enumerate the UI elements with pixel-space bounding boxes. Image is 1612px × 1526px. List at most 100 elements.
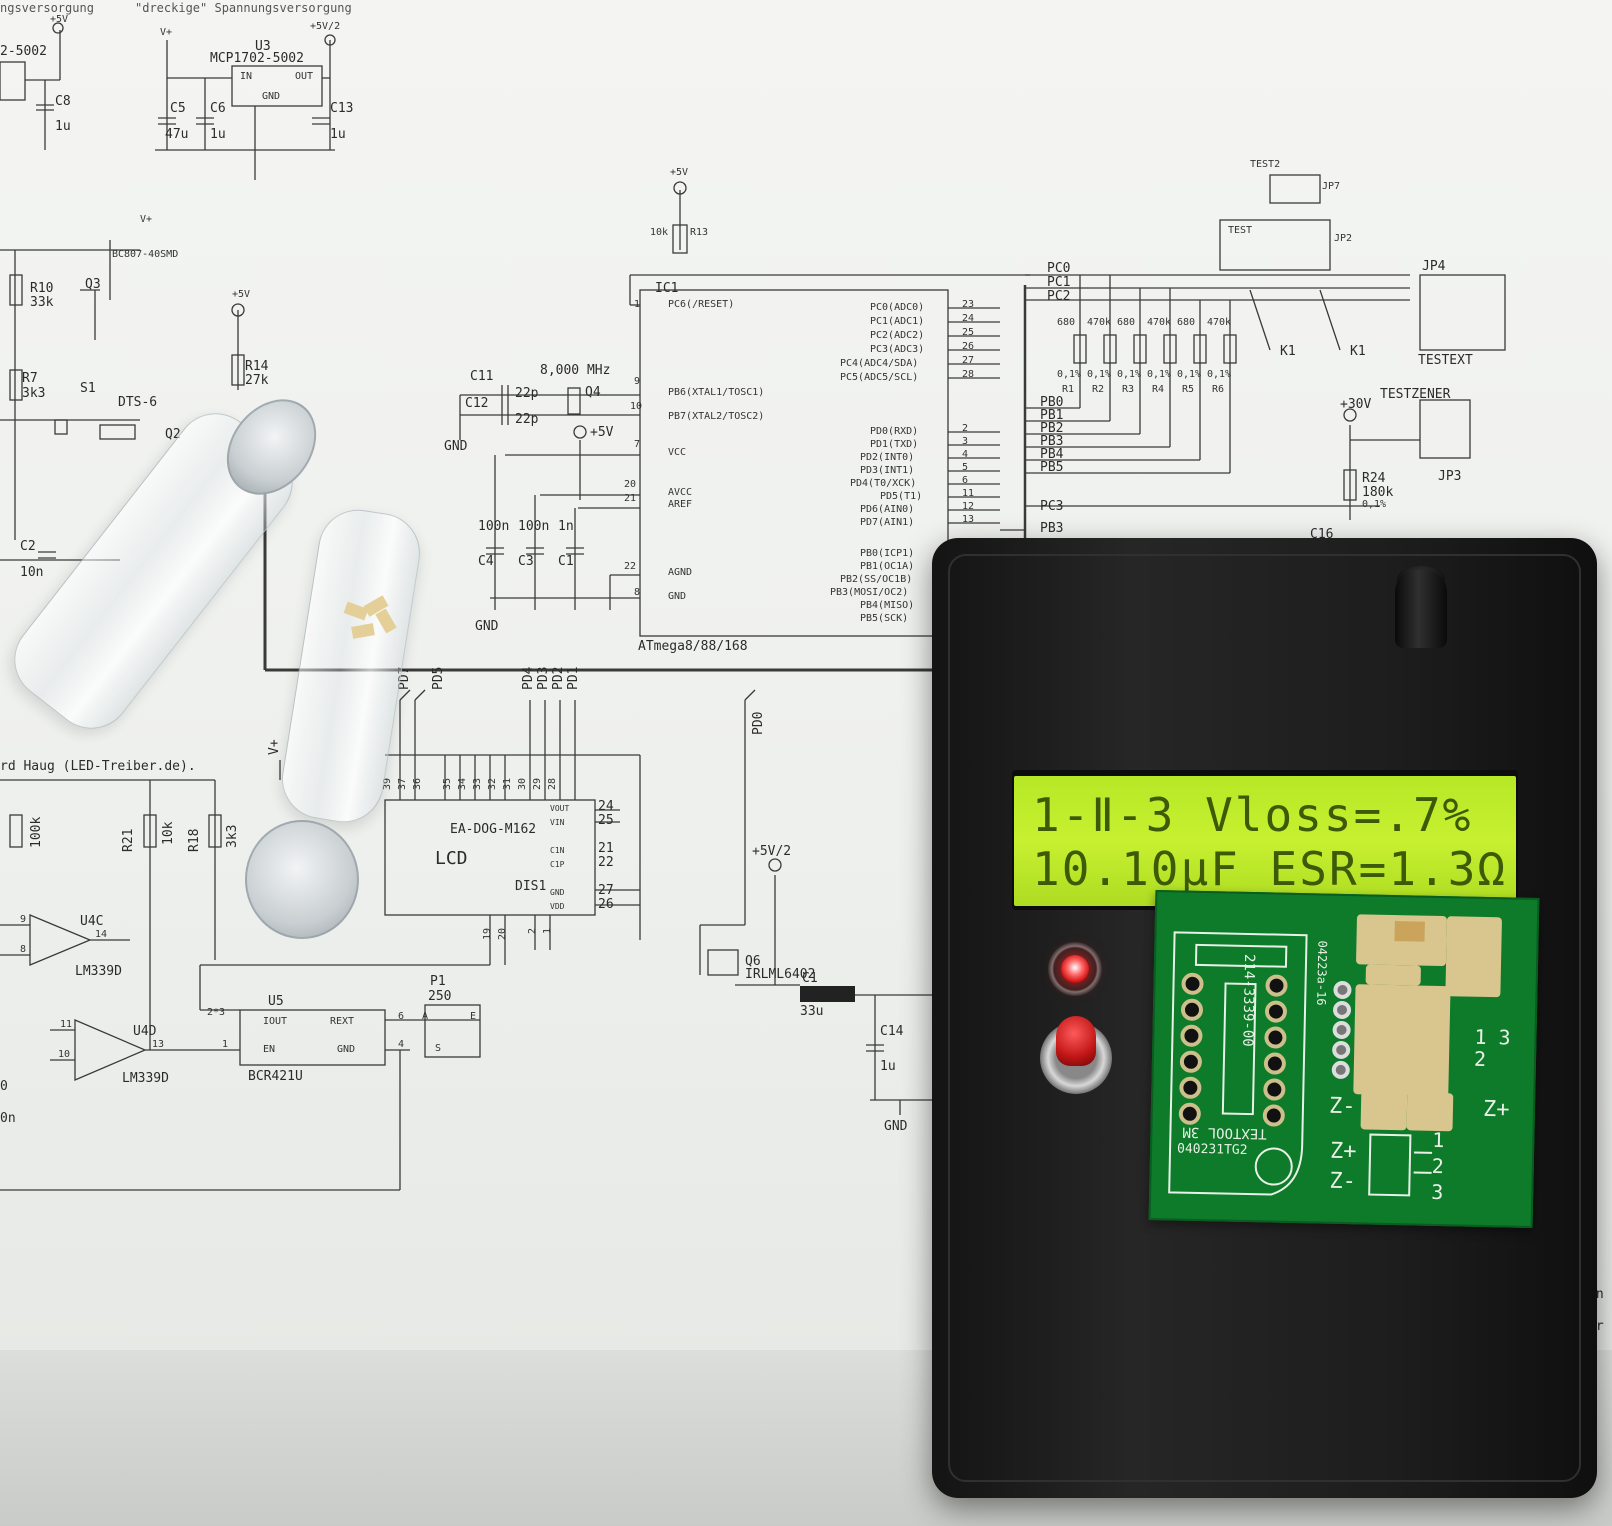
net-label: +5V	[232, 289, 251, 300]
test-adapter-pcb[interactable]: 214-3339-00 TEXTOOL 3M 040231TG2 04223a-…	[1148, 890, 1540, 1228]
ic-pin: AVCC	[668, 487, 693, 498]
power-led-icon	[1061, 955, 1089, 983]
connector-label: TEST	[1228, 225, 1253, 236]
lcd-line-1: 1-Ⅱ-3 Vloss=.7%	[1032, 788, 1473, 842]
part-value: 47u	[165, 127, 189, 142]
part-value: 1u	[880, 1059, 896, 1074]
net-label: PD4	[521, 666, 536, 690]
pin-number: 28	[962, 369, 975, 380]
smd-pad	[1365, 964, 1421, 986]
connector-ref: JP4	[1422, 259, 1446, 274]
part-value: 22p	[515, 412, 539, 427]
part-value: 10k	[650, 227, 669, 238]
pin-number: 2	[962, 423, 969, 434]
adjustment-knob[interactable]	[1395, 570, 1447, 648]
ic-pin: PB7(XTAL2/TOSC2)	[668, 411, 765, 422]
pin-number: 24	[962, 313, 975, 324]
part-tolerance: 0,1%	[1177, 369, 1202, 380]
ic-pin: PC0(ADC0)	[870, 302, 925, 313]
part-value: 470k	[1147, 317, 1172, 328]
part-ref: R14	[245, 359, 269, 374]
net-label: PC2	[1047, 289, 1071, 304]
part-value: 1n	[558, 519, 574, 534]
pcb-socket-label: TEXTOOL 3M	[1182, 1123, 1267, 1142]
zener-label: Z+	[1482, 1096, 1510, 1123]
part-value: 680	[1177, 317, 1196, 328]
part-ref: C3	[518, 554, 534, 569]
pin-number: 3	[962, 436, 969, 447]
pin-number: 10	[630, 401, 643, 412]
pin-number: 14	[95, 929, 108, 940]
part-tolerance: 0,1%	[1057, 369, 1082, 380]
part-value: 100k	[29, 816, 44, 848]
ic-pin: PC6(/RESET)	[668, 299, 735, 310]
credit-text: rd Haug (LED-Treiber.de).	[0, 759, 196, 774]
part-value: MCP1702-5002	[210, 51, 304, 66]
part-value: 22p	[515, 386, 539, 401]
pin-number: 8	[634, 587, 641, 598]
part-ref: R21	[121, 828, 136, 852]
net-label: PC1	[1047, 275, 1071, 290]
smd-pad	[1445, 916, 1503, 998]
lcd-line-2: 10.10µF ESR=1.3Ω	[1032, 842, 1508, 896]
ic-pin: PB0(ICP1)	[860, 548, 915, 559]
net-label: PB4	[1040, 447, 1064, 462]
part-ref: S1	[80, 381, 96, 396]
part-ref: C6	[210, 101, 226, 116]
connector-ref: JP2	[1334, 233, 1353, 244]
pin-label: VDD	[550, 902, 565, 911]
part-value: 3k3	[22, 386, 46, 401]
part-value: 33u	[800, 1004, 824, 1019]
part-value: 1u	[330, 127, 346, 142]
part-ref: U4C	[80, 914, 104, 929]
pin-number: 8	[20, 944, 27, 955]
part-ref: Q3	[85, 277, 101, 292]
ic-pin: PB4(MISO)	[860, 600, 915, 611]
smd-capacitor	[1394, 921, 1425, 942]
part-value: 180k	[1362, 485, 1394, 500]
part-value: 0n	[0, 1111, 16, 1126]
part-value: DTS-6	[118, 395, 158, 410]
pin-number: 37	[397, 777, 408, 790]
net-label: PB5	[1040, 460, 1064, 475]
part-ref: C2	[20, 539, 36, 554]
ic-pin: PB3(MOSI/OC2)	[830, 587, 909, 598]
ic-pin: PD0(RXD)	[870, 426, 919, 437]
pin-label: 3	[1498, 1025, 1511, 1050]
part-value: 470k	[1087, 317, 1112, 328]
part-ref: C12	[465, 396, 489, 411]
ic-pin: PC2(ADC2)	[870, 330, 925, 341]
net-label: +5V/2	[310, 21, 341, 32]
part-ref: R18	[187, 828, 202, 852]
pin-number: 26	[598, 897, 614, 912]
pin-number: 24	[598, 799, 614, 814]
pcb-board-id: 040231TG2	[1176, 1141, 1248, 1158]
pin-label: EN	[263, 1044, 276, 1055]
net-label: PB0	[1040, 395, 1064, 410]
net-label: PD0	[751, 711, 766, 735]
part-tolerance: 0,1%	[1117, 369, 1142, 380]
pin-number: 7	[634, 439, 641, 450]
pcb-silkscreen-lines	[1168, 931, 1433, 1197]
part-ref: R6	[1212, 384, 1225, 395]
ic-pin: PC1(ADC1)	[870, 316, 925, 327]
pin-label: C1N	[550, 846, 565, 855]
pin-label: 2	[1431, 1153, 1445, 1179]
case-bezel	[948, 554, 1581, 1482]
ic-pin: PC4(ADC4/SDA)	[840, 358, 919, 369]
pin-label: C1P	[550, 860, 565, 869]
part-ref: K1	[1350, 344, 1366, 359]
part-tolerance: 0,1%	[1207, 369, 1232, 380]
part-ref: C5	[170, 101, 186, 116]
lcd-ref: DIS1	[515, 879, 547, 894]
pin-number: 25	[598, 813, 614, 828]
ic-pin: PB5(SCK)	[860, 613, 909, 624]
test-start-button[interactable]	[1056, 1016, 1096, 1066]
ic-part: ATmega8/88/168	[638, 639, 748, 654]
pin-number: 2	[527, 927, 538, 934]
ic-pin: PB6(XTAL1/TOSC1)	[668, 387, 765, 398]
pin-label: 1	[1432, 1127, 1445, 1153]
part-value: 100n	[518, 519, 550, 534]
lcd-part: EA-DOG-M162	[450, 822, 537, 837]
pin-number: 27	[598, 883, 614, 898]
